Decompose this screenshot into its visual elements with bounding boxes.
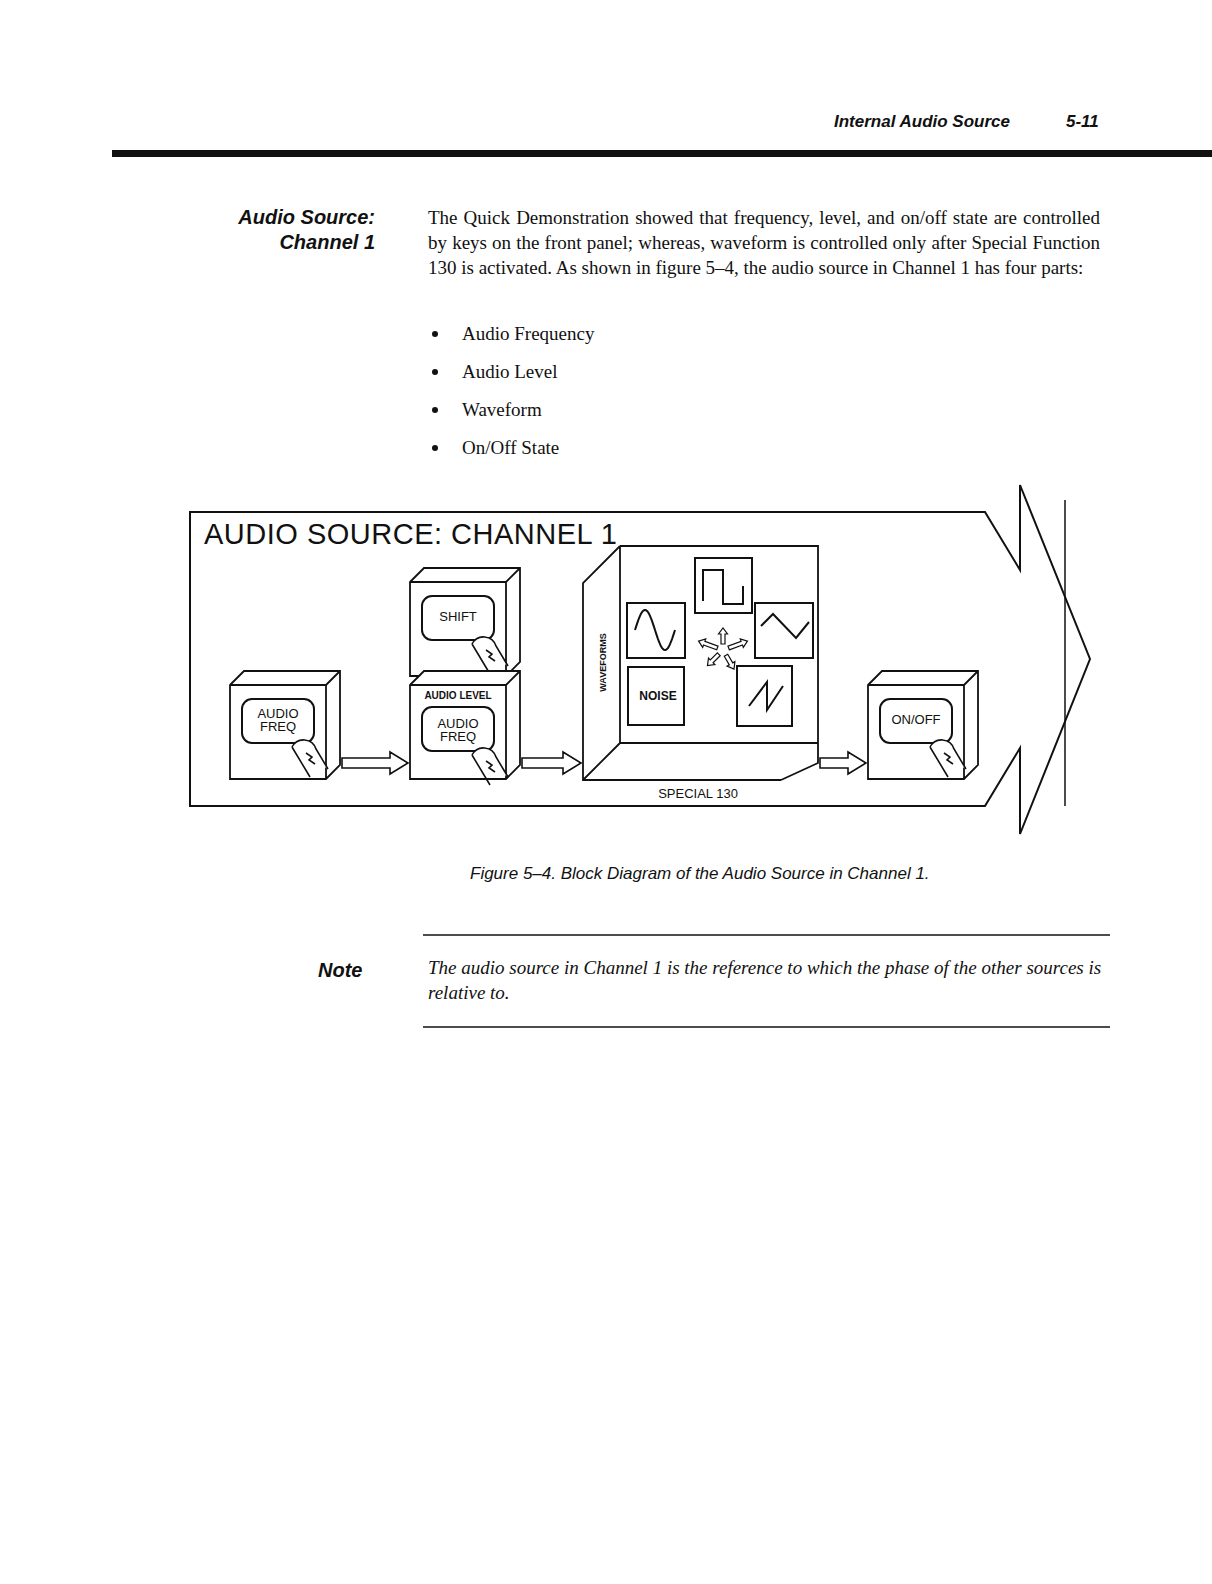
finger-icon: [472, 637, 508, 674]
bullet-dot: [432, 369, 438, 375]
page-number: 5-11: [1066, 111, 1126, 133]
finger-icon: [930, 740, 966, 777]
finger-icon: [472, 748, 508, 785]
select-arrow: [724, 654, 735, 669]
key-button: [422, 596, 494, 640]
key-block: ON/OFF: [868, 671, 978, 779]
frame-edge: [1064, 500, 1066, 806]
waveform-box: [755, 603, 813, 658]
select-arrow: [699, 639, 718, 650]
key-block: AUDIO LEVEL AUDIO FREQ: [410, 671, 520, 779]
waveform-box: NOISE: [627, 666, 685, 726]
flow-arrow: [820, 752, 866, 774]
header-rule: [112, 150, 1212, 157]
key-cube: [230, 671, 340, 779]
key-label: ON/OFF: [884, 713, 948, 726]
frame-outline: [190, 485, 1090, 834]
body-paragraph: The Quick Demonstration showed that freq…: [428, 205, 1100, 280]
diagram-title: AUDIO SOURCE: CHANNEL 1: [204, 520, 764, 549]
key-label: SHIFT: [426, 610, 490, 623]
key-cube: [410, 568, 520, 676]
node-outline: [583, 546, 818, 810]
note-heading: Note: [318, 957, 398, 983]
sawtooth-wave: [749, 682, 783, 710]
waveform-box: [695, 558, 752, 613]
select-arrow: [728, 639, 747, 650]
key-cube-edge: [410, 581, 506, 583]
finger-icon: [292, 740, 328, 777]
note-rule: [423, 934, 1110, 936]
bullet-dot: [432, 445, 438, 451]
vertical-label: WAVEFORMS: [599, 623, 608, 703]
note-rule: [423, 1026, 1110, 1028]
waveform-box: [737, 666, 792, 726]
key-button: [422, 707, 494, 751]
note-text: The audio source in Channel 1 is the ref…: [428, 955, 1108, 1005]
key-button: [242, 699, 314, 743]
running-header: Internal Audio Source: [834, 111, 1034, 133]
waveform-box: [627, 603, 685, 658]
select-arrow: [707, 653, 720, 666]
key-block: SHIFT: [410, 568, 520, 676]
key-cube-edge: [410, 684, 506, 686]
waveform-icons: [627, 558, 813, 726]
bullet-item: Audio Frequency: [462, 321, 862, 346]
key-label: AUDIO FREQ: [246, 707, 310, 733]
bullet-dot: [432, 331, 438, 337]
square-wave: [703, 570, 743, 604]
figure-caption: Figure 5–4. Block Diagram of the Audio S…: [470, 864, 1110, 884]
triangle-wave: [761, 614, 809, 638]
key-cube: [410, 671, 520, 779]
bullet-item: Waveform: [462, 397, 862, 422]
key-legend: AUDIO LEVEL: [412, 691, 504, 701]
select-arrow: [719, 628, 728, 644]
key-label: AUDIO FREQ: [426, 717, 490, 743]
block-diagram-frame: AUDIO SOURCE: CHANNEL 1 AUDIO FREQ SHIFT AU…: [190, 478, 1095, 840]
key-cube-edge: [868, 684, 964, 686]
waveform-label: NOISE: [629, 690, 687, 702]
function-label: SPECIAL 130: [623, 787, 773, 800]
key-button: [880, 699, 952, 743]
section-heading: Audio Source: Channel 1: [200, 205, 375, 255]
flow-arrow: [522, 752, 581, 774]
waveform-block: WAVEFORMS SPECIAL 130 NOISE: [583, 546, 818, 810]
bullet-item: Audio Level: [462, 359, 862, 384]
key-block: AUDIO FREQ: [230, 671, 340, 779]
sine-wave: [635, 610, 675, 650]
block-cube: [583, 546, 818, 780]
bullet-item: On/Off State: [462, 435, 862, 460]
key-cube: [868, 671, 978, 779]
flow-arrow: [342, 752, 408, 774]
bullet-dot: [432, 407, 438, 413]
key-cube-edge: [230, 684, 326, 686]
